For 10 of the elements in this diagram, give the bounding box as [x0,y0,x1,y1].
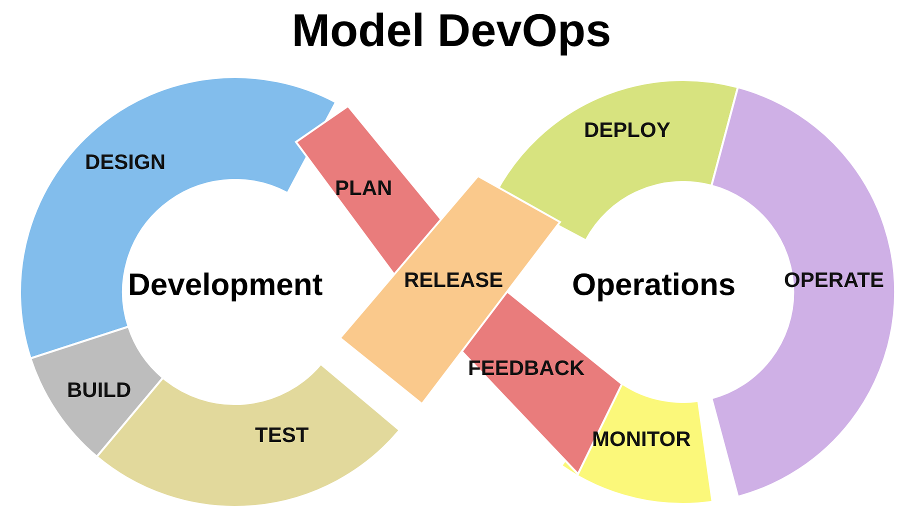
segment-label: DESIGN [85,150,166,176]
segment-label: TEST [255,423,309,449]
segment-label: BUILD [67,378,132,404]
title: Model DevOps [290,3,612,58]
loop-label: Development [128,266,323,304]
segment-label: DEPLOY [584,118,670,144]
segment-label: RELEASE [404,268,504,294]
segment-label: OPERATE [784,268,884,294]
loop-label: Operations [572,266,736,304]
segment-label: PLAN [335,176,392,202]
